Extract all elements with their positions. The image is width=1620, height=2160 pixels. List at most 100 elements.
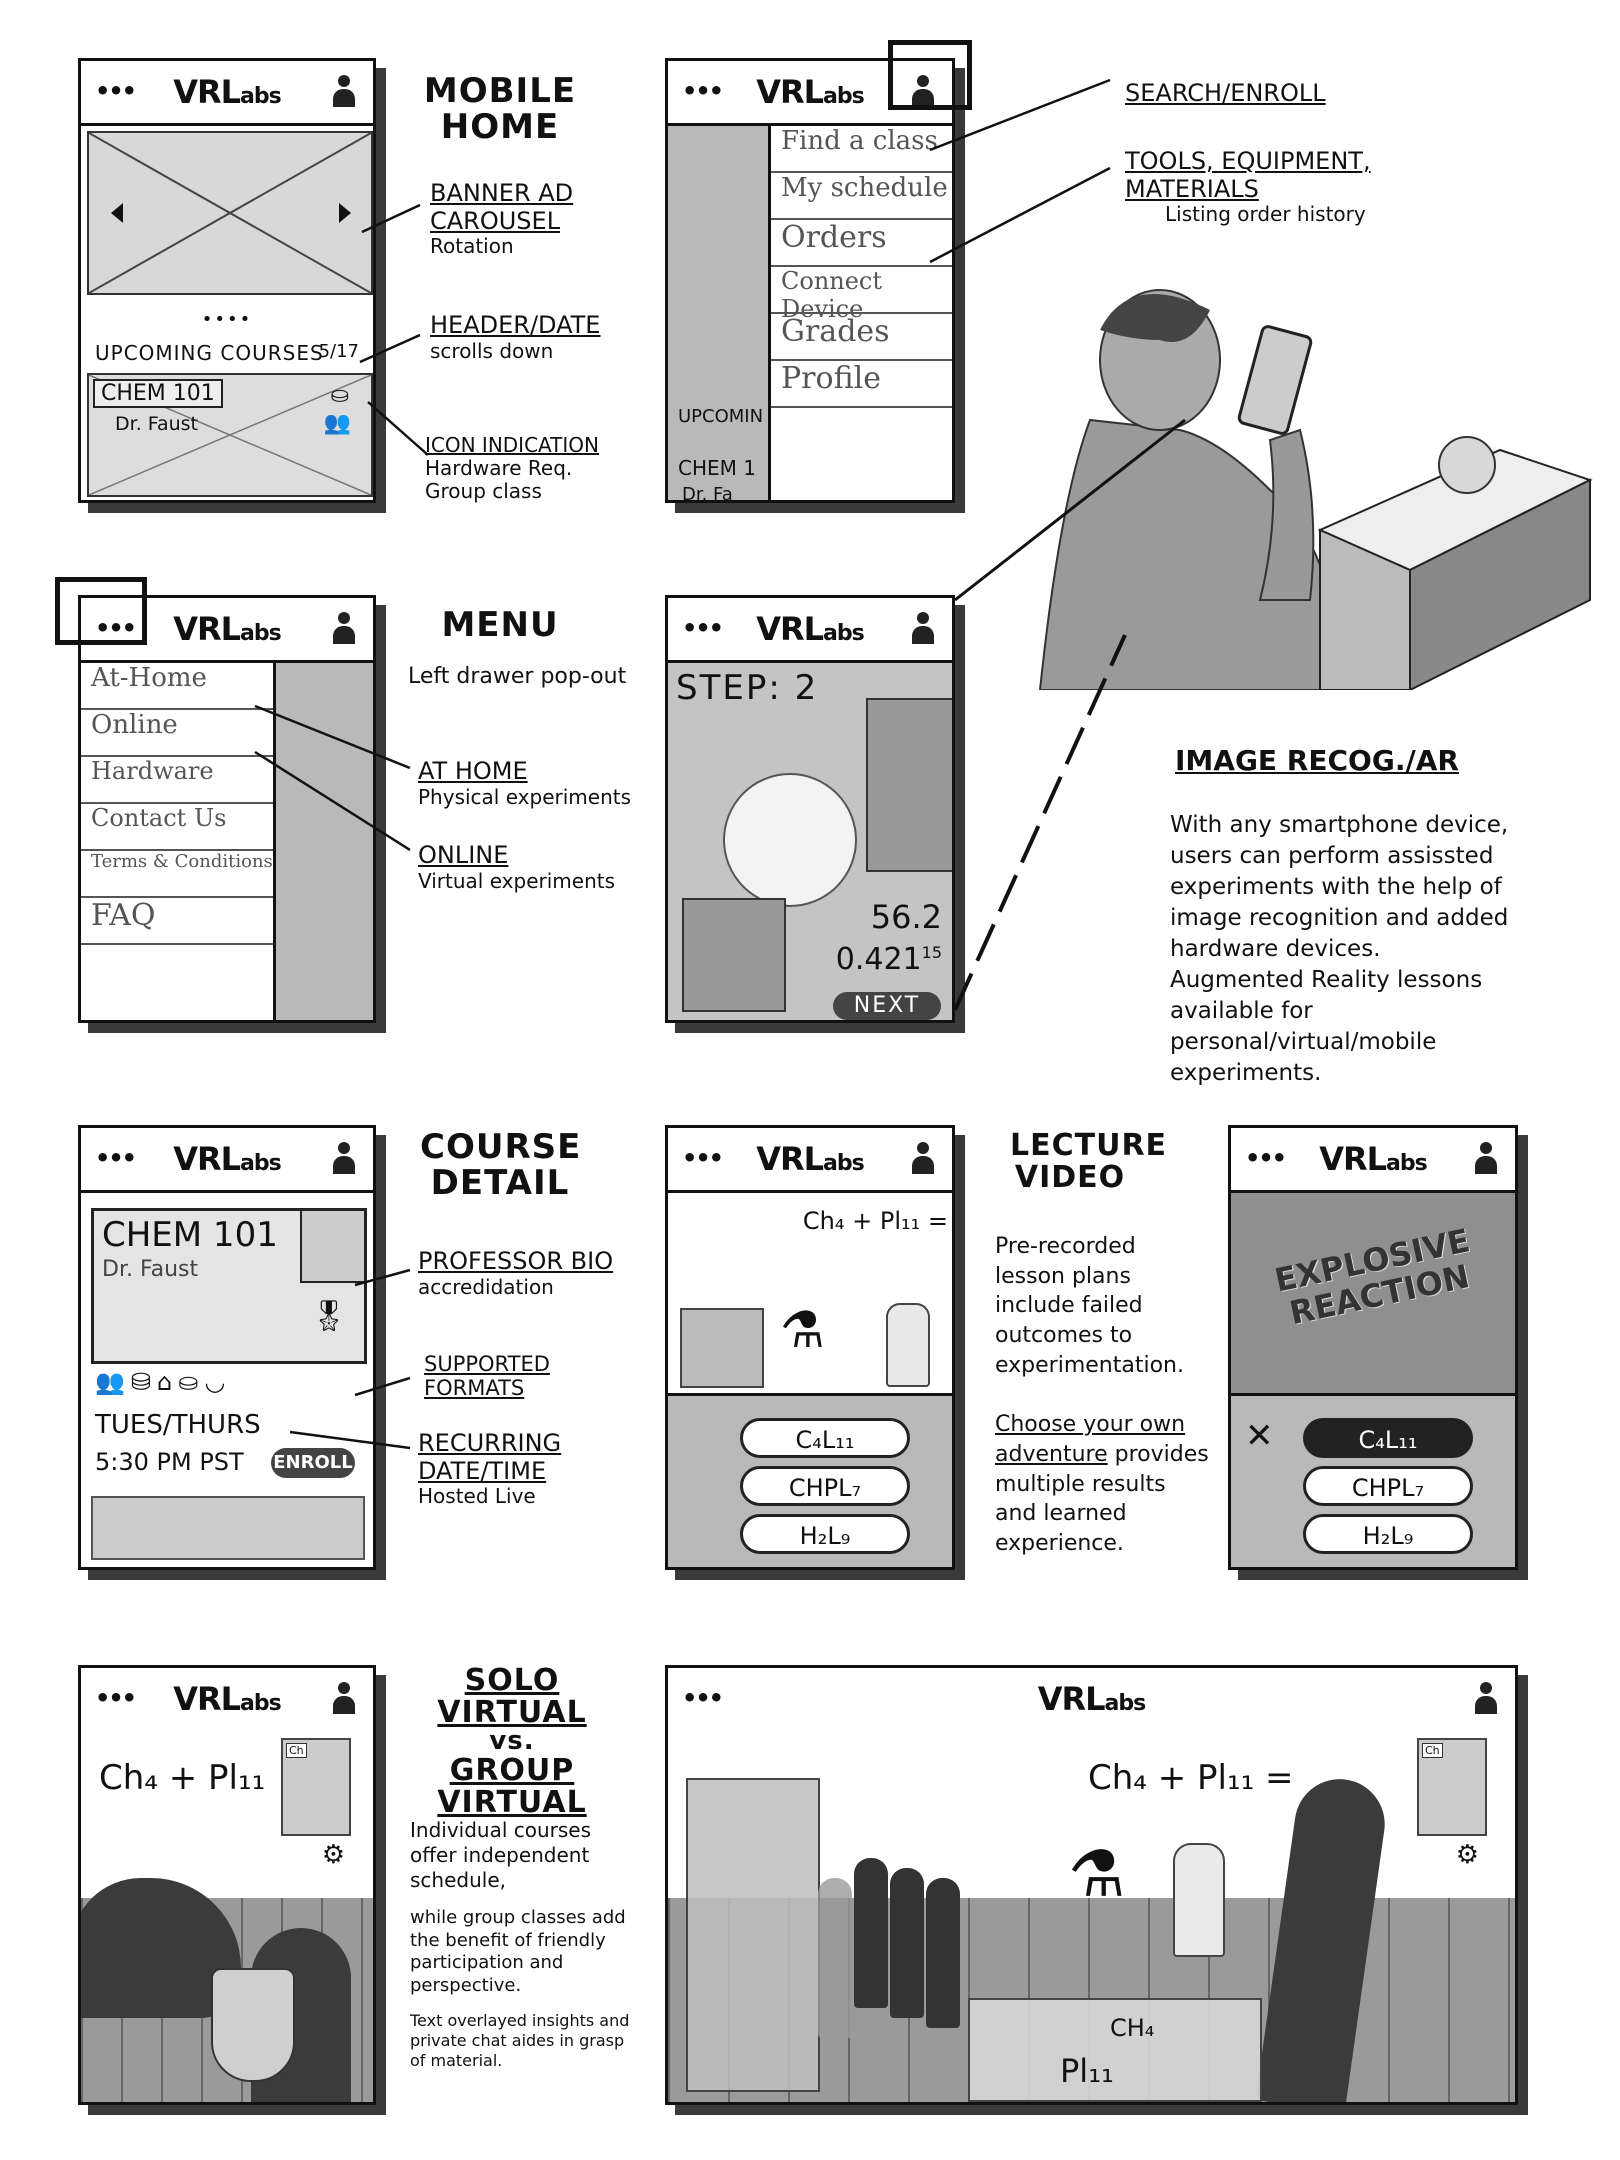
- menu-dots-icon[interactable]: •••: [682, 77, 724, 105]
- profile-menu-phone: ••• VRLabs UPCOMIN CHEM 1 Dr. Fa Find a …: [665, 58, 955, 503]
- app-brand: VRLabs: [173, 610, 281, 648]
- chat-panel-overlay: [686, 1778, 820, 2092]
- menu-dots-icon[interactable]: •••: [95, 77, 137, 105]
- user-icon[interactable]: [1475, 1682, 1497, 1714]
- app-header: ••• VRLabs: [81, 598, 373, 663]
- menu-find-class[interactable]: Find a class: [771, 126, 952, 173]
- app-brand: VRLabs: [173, 1680, 281, 1718]
- professor-figure: [886, 1303, 930, 1387]
- lecture-fail-phone: ••• VRLabs EXPLOSIVE REACTION ✕ C₄L₁₁ CH…: [1228, 1125, 1518, 1570]
- choice-option-3[interactable]: H₂L₉: [1303, 1514, 1473, 1554]
- user-icon[interactable]: [1475, 1142, 1497, 1174]
- drawer-contact-us[interactable]: Contact Us: [81, 804, 273, 851]
- app-brand: VRLabs: [173, 73, 281, 111]
- settings-gear-icon[interactable]: ⚙: [321, 1840, 345, 1870]
- solo-description: Individual courses offer independent sch…: [410, 1818, 630, 2070]
- drawer-at-home[interactable]: At-Home: [81, 663, 273, 710]
- menu-dots-icon[interactable]: •••: [95, 1684, 137, 1712]
- app-header: ••• VRLabs: [668, 61, 952, 126]
- lecture-formula: Ch₄ + Pl₁₁ =: [802, 1207, 948, 1235]
- board-line-1: CH₄: [1110, 2014, 1155, 2042]
- drawer-faq[interactable]: FAQ: [81, 898, 273, 945]
- ar-next-button[interactable]: NEXT: [833, 992, 941, 1020]
- ar-value-primary: 56.2: [870, 898, 942, 936]
- explosion-video-frame[interactable]: EXPLOSIVE REACTION: [1231, 1193, 1515, 1396]
- lecture-video-phone: ••• VRLabs Ch₄ + Pl₁₁ = ⚗ C₄L₁₁ CHPL₇ H₂…: [665, 1125, 955, 1570]
- app-header: ••• VRLabs: [1231, 1128, 1515, 1193]
- user-icon[interactable]: [333, 1682, 355, 1714]
- group-notes-card: Ch: [1417, 1738, 1487, 1836]
- app-brand: VRLabs: [173, 1140, 281, 1178]
- menu-my-schedule[interactable]: My schedule: [771, 173, 952, 220]
- panel-label-course-detail: COURSE DETAIL: [420, 1127, 582, 1203]
- menu-dots-icon[interactable]: •••: [95, 1144, 137, 1172]
- app-brand: VRLabs: [756, 1140, 864, 1178]
- panel-label-mobile-home: MOBILE HOME: [423, 71, 577, 147]
- choice-option-3[interactable]: H₂L₉: [740, 1514, 910, 1554]
- user-icon[interactable]: [912, 75, 934, 107]
- enroll-button[interactable]: ENROLL: [271, 1448, 355, 1478]
- menu-dots-icon[interactable]: •••: [682, 1144, 724, 1172]
- notes-tag: Ch: [1422, 1743, 1443, 1758]
- choice-option-2[interactable]: CHPL₇: [740, 1466, 910, 1506]
- user-icon[interactable]: [333, 1142, 355, 1174]
- app-header: ••• VRLabs: [668, 1668, 1515, 1730]
- app-brand: VRLabs: [756, 610, 864, 648]
- app-header: ••• VRLabs: [81, 1668, 373, 1730]
- explosion-banner: EXPLOSIVE REACTION: [1271, 1221, 1474, 1333]
- user-icon[interactable]: [333, 612, 355, 644]
- banner-ad-carousel[interactable]: [87, 131, 373, 295]
- flask-icon: ⚗: [780, 1301, 825, 1359]
- drawer-terms[interactable]: Terms & Conditions: [81, 851, 273, 898]
- menu-grades[interactable]: Grades: [771, 314, 952, 361]
- menu-dots-icon[interactable]: •••: [95, 614, 137, 642]
- user-icon[interactable]: [912, 1142, 934, 1174]
- course-detail-title: CHEM 101: [102, 1215, 278, 1255]
- app-brand: VRLabs: [1037, 1680, 1146, 1718]
- menu-connect-device[interactable]: Connect Device: [771, 267, 952, 323]
- course-instructor: Dr. Faust: [115, 413, 198, 435]
- menu-phone: ••• VRLabs At-Home Online Hardware Conta…: [78, 595, 376, 1023]
- notes-tag: Ch: [286, 1743, 307, 1758]
- menu-profile[interactable]: Profile: [771, 361, 952, 408]
- solo-virtual-phone: ••• VRLabs Ch₄ + Pl₁₁ Ch ⚙: [78, 1665, 376, 2105]
- carousel-dots[interactable]: ••••: [201, 309, 253, 330]
- app-header: ••• VRLabs: [668, 1128, 952, 1193]
- choice-option-1[interactable]: C₄L₁₁: [740, 1418, 910, 1458]
- lecture-notes-box: [680, 1308, 764, 1388]
- panel-label-lecture-video: LECTURE VIDEO: [1010, 1128, 1168, 1195]
- ar-user-illustration: [1038, 289, 1593, 690]
- ar-info-overlay-left: [682, 898, 786, 1012]
- annotation-supported-formats: SUPPORTED FORMATS: [424, 1352, 550, 1401]
- mobile-home-phone: ••• VRLabs •••• UPCOMING COURSES 5/17 CH…: [78, 58, 376, 503]
- user-icon[interactable]: [912, 612, 934, 644]
- settings-gear-icon[interactable]: ⚙: [1455, 1840, 1479, 1870]
- ar-description: With any smartphone device, users can pe…: [1170, 812, 1509, 1087]
- ar-sphere: [723, 773, 857, 907]
- background-home-dimmed: UPCOMIN CHEM 1 Dr. Fa: [668, 126, 768, 503]
- profile-highlight-box: [888, 40, 972, 110]
- panel-label-menu: MENU: [441, 605, 559, 645]
- flask-icon: ⚗: [1068, 1838, 1126, 1912]
- wrong-choice-x-icon: ✕: [1245, 1416, 1274, 1456]
- drawer-online[interactable]: Online: [81, 710, 273, 757]
- choice-option-2[interactable]: CHPL₇: [1303, 1466, 1473, 1506]
- menu-orders[interactable]: Orders: [771, 220, 952, 267]
- choice-option-1-selected[interactable]: C₄L₁₁: [1303, 1418, 1473, 1458]
- drawer-hardware[interactable]: Hardware: [81, 757, 273, 804]
- ar-info-overlay-right: [866, 698, 952, 872]
- menu-dots-icon[interactable]: •••: [682, 1684, 724, 1712]
- app-header: ••• VRLabs: [81, 1128, 373, 1193]
- menu-dots-icon[interactable]: •••: [1245, 1144, 1287, 1172]
- user-icon[interactable]: [333, 75, 355, 107]
- lecture-video-frame[interactable]: Ch₄ + Pl₁₁ = ⚗: [668, 1193, 952, 1396]
- bg-instructor-text: Dr. Fa: [682, 484, 733, 503]
- menu-dots-icon[interactable]: •••: [682, 614, 724, 642]
- recurring-days: TUES/THURS: [95, 1410, 261, 1440]
- group-virtual-tablet: ••• VRLabs Ch₄ + Pl₁₁ = Ch ⚙ ⚗ CH₄ Pl₁₁: [665, 1665, 1518, 2105]
- app-brand: VRLabs: [756, 73, 864, 111]
